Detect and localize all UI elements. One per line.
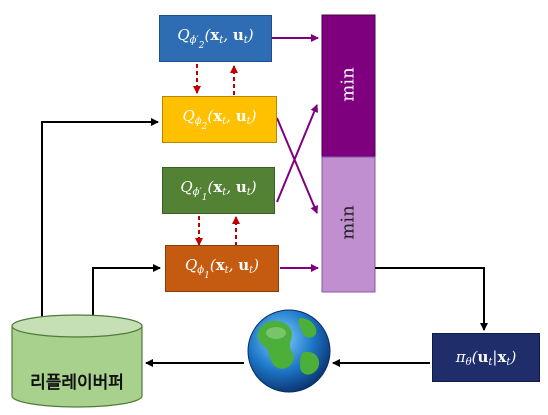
q2-node: Qϕ2(xt, ut)	[162, 96, 277, 143]
arrow-buffer-to-q2	[41, 118, 159, 318]
q1-target-node: Qϕ′1(xt, ut)	[162, 167, 275, 214]
arrow-buffer-to-q1	[92, 264, 161, 318]
policy-node: πθ(ut|xt)	[432, 333, 540, 382]
arrow-q1target-to-min-top	[276, 104, 319, 203]
min-top-label: min	[337, 67, 359, 102]
min-bottom-label: min	[337, 205, 359, 240]
q1-node: Qϕ1(xt, ut)	[165, 245, 279, 292]
q2-label: Qϕ2(xt, ut)	[182, 107, 257, 132]
q2-target-label: Qϕ′2(xt, ut)	[177, 26, 254, 51]
q2-target-node: Qϕ′2(xt, ut)	[159, 15, 272, 62]
replay-buffer-label: 리플레이버퍼	[30, 373, 124, 393]
q1-target-label: Qϕ′1(xt, ut)	[180, 178, 257, 203]
min-bottom-block	[321, 156, 376, 293]
min-top-block	[321, 14, 376, 158]
arrow-q2-to-min-bottom	[276, 117, 318, 214]
replay-buffer-cylinder	[11, 314, 143, 408]
policy-label: πθ(ut|xt)	[455, 347, 517, 368]
q1-label: Qϕ1(xt, ut)	[184, 256, 260, 281]
arrow-min-to-policy	[375, 267, 488, 331]
globe-icon	[247, 309, 331, 393]
